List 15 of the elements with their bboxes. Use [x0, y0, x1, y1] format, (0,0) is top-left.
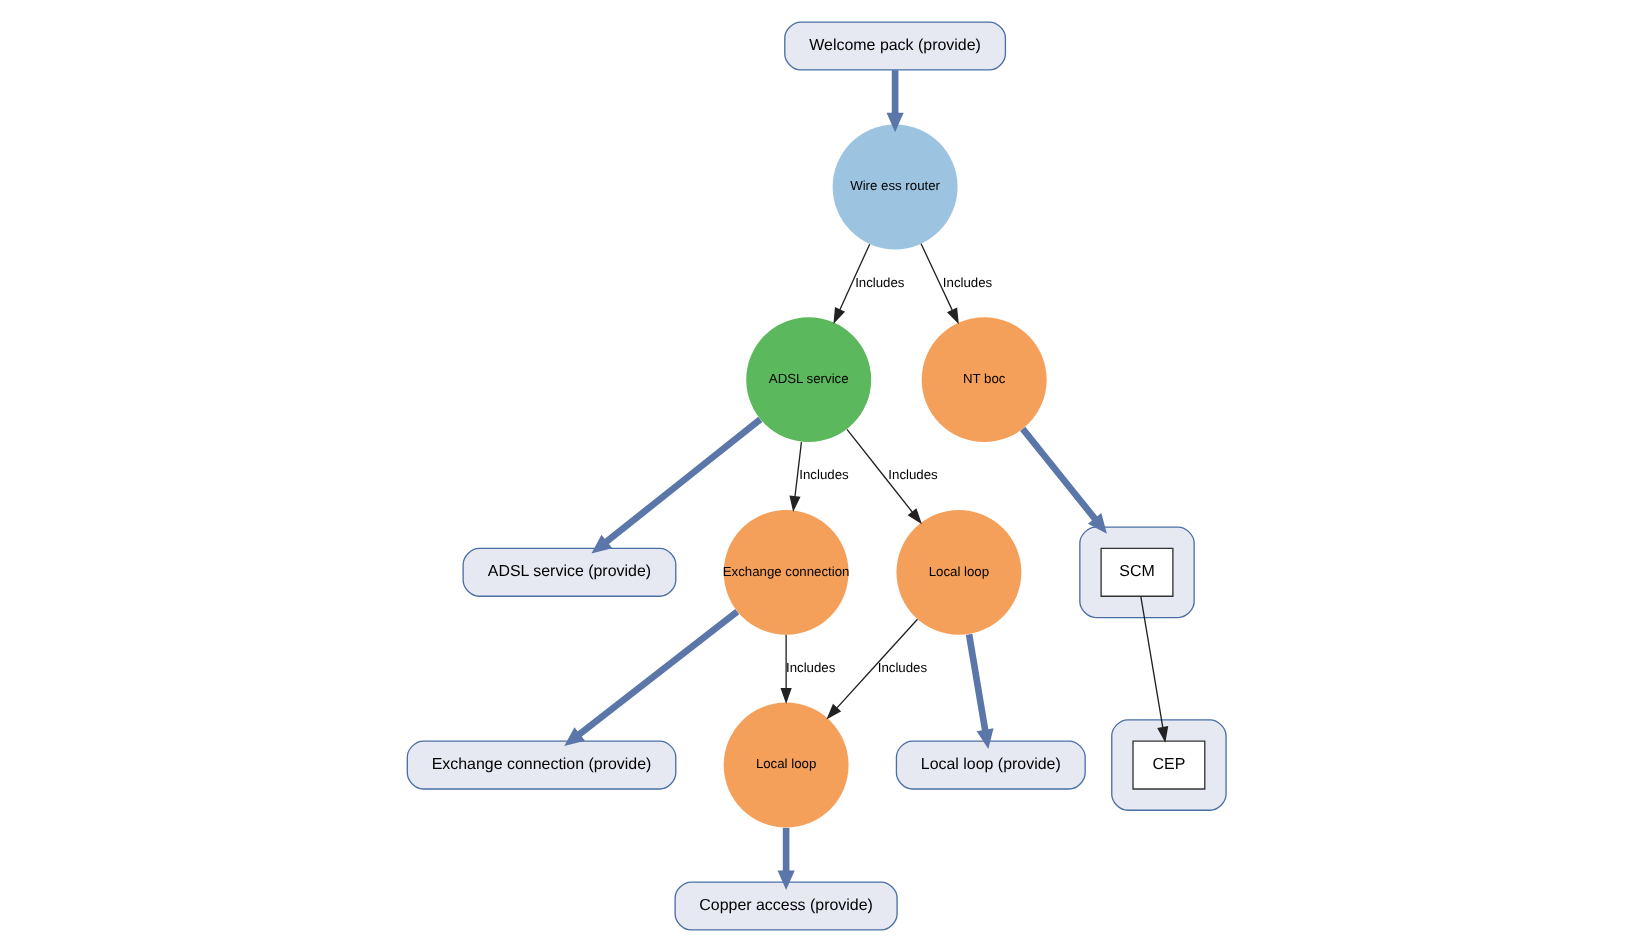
arrow	[965, 633, 994, 750]
arrow	[826, 618, 919, 720]
arrow	[920, 243, 959, 325]
arrow	[886, 70, 904, 133]
arrow	[591, 416, 763, 554]
cluster	[1079, 526, 1195, 619]
arrow	[780, 634, 792, 705]
arrow	[1140, 595, 1169, 743]
cluster	[1111, 719, 1227, 811]
arrow	[564, 609, 740, 747]
arrow	[846, 428, 922, 525]
arrow	[1020, 426, 1107, 534]
arrow	[777, 827, 795, 891]
arrow	[833, 243, 871, 324]
arrow	[789, 441, 803, 512]
